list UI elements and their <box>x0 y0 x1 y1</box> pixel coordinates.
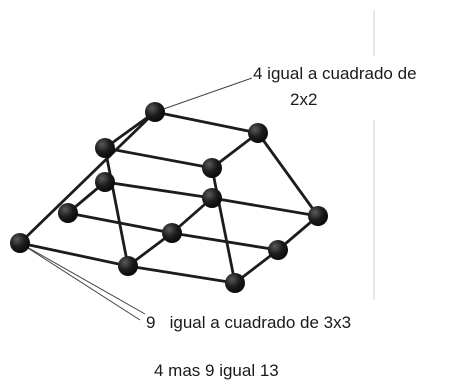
pyramid-balls <box>10 102 328 293</box>
ball-top-2 <box>248 123 268 143</box>
ball-bottom-2 <box>202 188 222 208</box>
ball-bottom-6 <box>268 240 288 260</box>
ball-top-3 <box>95 138 115 158</box>
leader-lines <box>19 77 253 321</box>
ball-bottom-7 <box>10 233 30 253</box>
ball-bottom-9 <box>225 273 245 293</box>
ball-bottom-4 <box>58 203 78 223</box>
top-label-line2: 2x2 <box>290 90 318 109</box>
caption: 4 mas 9 igual 13 <box>154 361 279 380</box>
ball-bottom-3 <box>308 206 328 226</box>
ball-top-1 <box>145 102 165 122</box>
ball-bottom-5 <box>162 223 182 243</box>
ball-top-4 <box>202 158 222 178</box>
bottom-label: 9 igual a cuadrado de 3x3 <box>146 313 352 332</box>
ball-bottom-8 <box>118 256 138 276</box>
ball-bottom-1 <box>95 172 115 192</box>
top-label-line1: 4 igual a cuadrado de <box>253 64 417 83</box>
